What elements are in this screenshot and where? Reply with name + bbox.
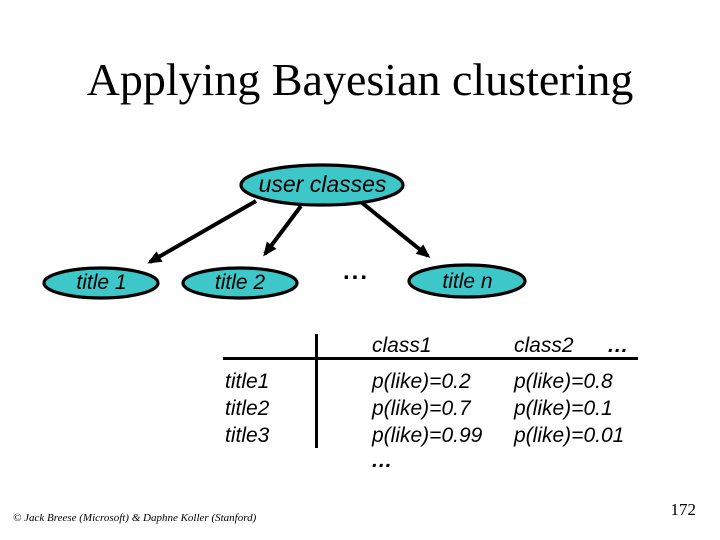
- cell-class1-title1: p(like)=0.2: [372, 370, 471, 393]
- node-label-title-n: title n: [442, 270, 493, 293]
- edge-userclasses-title1: [147, 199, 257, 264]
- row-header-title2: title2: [225, 397, 270, 420]
- cell-class2-title1: p(like)=0.8: [514, 370, 613, 393]
- table-header-ellipsis: ...: [608, 334, 629, 357]
- row-header-title1: title1: [225, 370, 270, 393]
- node-title-n: [407, 263, 527, 299]
- edge-userclasses-titlen: [359, 200, 431, 258]
- cell-class2-title3: p(like)=0.01: [514, 424, 625, 447]
- table-header-class1: class1: [372, 334, 432, 357]
- node-user-classes: [239, 163, 405, 207]
- cell-class1-title3: p(like)=0.99: [372, 424, 483, 447]
- table-header-class2: class2: [514, 334, 574, 357]
- page-number: 172: [670, 500, 697, 519]
- slide-title: Applying Bayesian clustering: [86, 54, 634, 105]
- table-row-headers: title1 title2 title3: [225, 368, 269, 449]
- cell-class2-title2: p(like)=0.1: [514, 397, 613, 420]
- table-vertical-rule: [315, 334, 318, 448]
- table-horizontal-rule: [223, 357, 638, 360]
- footer-credit: © Jack Breese (Microsoft) & Daphne Kolle…: [13, 512, 257, 524]
- table-column-class2: p(like)=0.8 p(like)=0.1 p(like)=0.01: [514, 368, 624, 449]
- row-header-title3: title3: [225, 424, 270, 447]
- node-title-1: [42, 266, 160, 300]
- node-title-2: [181, 266, 299, 300]
- edge-userclasses-title2: [263, 204, 303, 257]
- nodes-ellipsis: ...: [342, 258, 369, 285]
- table-bottom-ellipsis: ...: [372, 449, 393, 472]
- node-label-title-2: title 2: [214, 271, 266, 294]
- cell-class1-title2: p(like)=0.7: [372, 397, 471, 420]
- table-column-class1: p(like)=0.2 p(like)=0.7 p(like)=0.99: [372, 368, 482, 449]
- node-label-user-classes: user classes: [258, 171, 387, 197]
- node-label-title-1: title 1: [76, 271, 127, 294]
